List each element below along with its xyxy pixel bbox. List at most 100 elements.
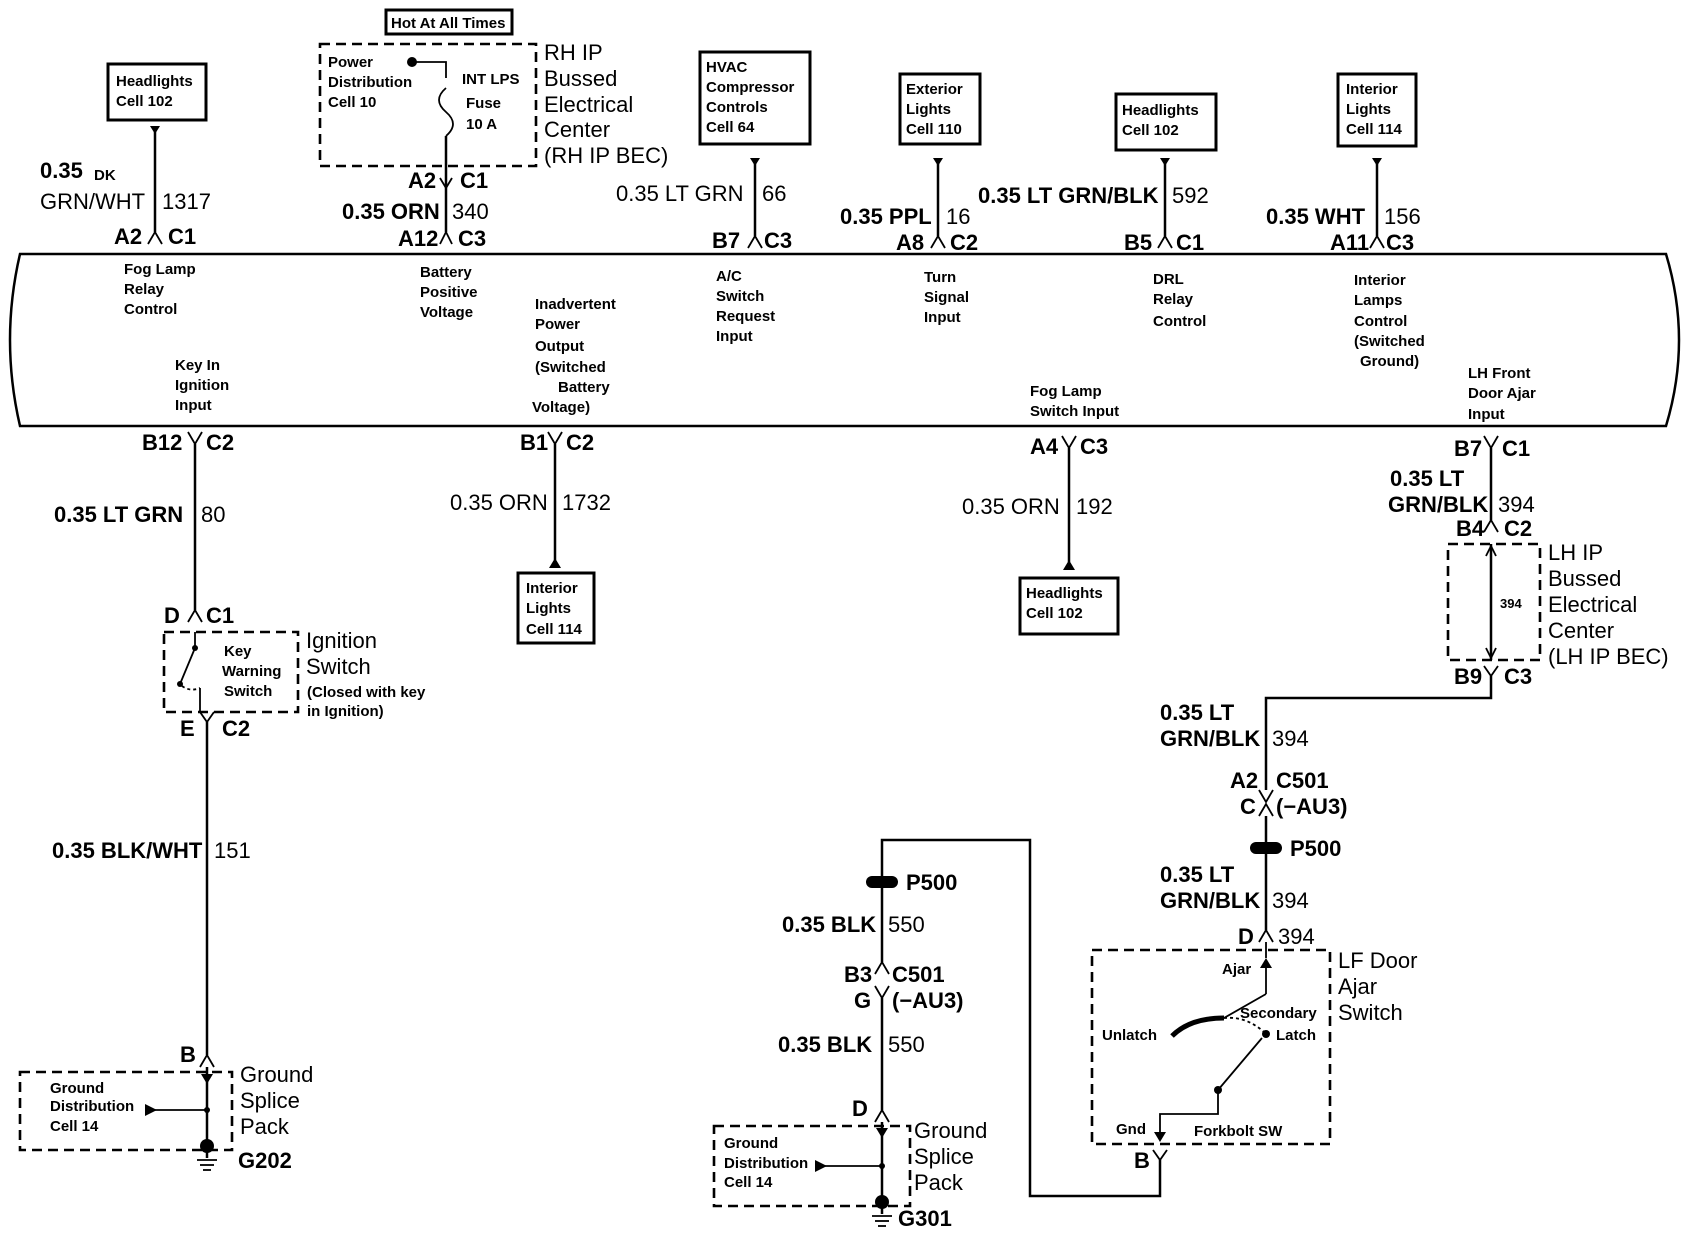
svg-text:D: D [1238, 924, 1254, 949]
wire-151: 0.35 BLK/WHT 151 [52, 722, 251, 1055]
wire-1732: B1 C2 0.35 ORN 1732 Interior Lights Cell… [450, 430, 611, 645]
svg-text:Voltage): Voltage) [532, 399, 590, 416]
svg-text:Input: Input [924, 309, 961, 326]
svg-text:Battery: Battery [558, 379, 610, 396]
svg-text:Key: Key [224, 643, 252, 660]
svg-text:Control: Control [1354, 313, 1407, 330]
svg-text:Lamps: Lamps [1354, 292, 1402, 309]
svg-text:B: B [180, 1042, 196, 1067]
svg-text:Center: Center [1548, 618, 1614, 643]
svg-text:(RH IP BEC): (RH IP BEC) [544, 143, 668, 168]
w151-size: 0.35 BLK/WHT [52, 838, 203, 863]
svg-text:Latch: Latch [1276, 1027, 1316, 1044]
wire-156: Interior Lights Cell 114 0.35 WHT 156 A1… [1266, 72, 1421, 255]
rh-bec-title1: RH IP [544, 40, 603, 65]
w592-circuit: 592 [1172, 183, 1209, 208]
svg-text:Fuse: Fuse [466, 95, 501, 112]
wire-340: A2 C1 0.35 ORN 340 A12 C3 [342, 136, 489, 251]
svg-text:A11: A11 [1330, 230, 1369, 255]
svg-text:Splice: Splice [914, 1144, 974, 1169]
svg-text:E: E [180, 716, 195, 741]
svg-text:B4: B4 [1456, 516, 1485, 541]
svg-text:Input: Input [175, 397, 212, 414]
svg-text:Switch: Switch [1338, 1000, 1403, 1025]
svg-text:Ajar: Ajar [1222, 961, 1251, 978]
svg-text:Fog Lamp: Fog Lamp [1030, 383, 1102, 400]
svg-text:B5: B5 [1124, 230, 1152, 255]
svg-text:Bussed: Bussed [1548, 566, 1621, 591]
svg-text:Control: Control [124, 301, 177, 318]
wire-1317: Headlights Cell 102 0.35 DK GRN/WHT 1317… [40, 62, 211, 249]
svg-text:394: 394 [1278, 924, 1315, 949]
wire-394-route: 0.35 LT GRN/BLK 394 A2 C501 C (−AU3) P50… [1160, 676, 1493, 949]
svg-text:B7: B7 [1454, 436, 1482, 461]
w1732-circuit: 1732 [562, 490, 611, 515]
w66-circuit: 66 [762, 181, 786, 206]
svg-text:Unlatch: Unlatch [1102, 1027, 1157, 1044]
svg-text:C1: C1 [460, 168, 488, 193]
w1317-dk: DK [94, 167, 116, 184]
svg-text:(Switched: (Switched [535, 359, 606, 376]
svg-text:B3: B3 [844, 962, 872, 987]
svg-text:C3: C3 [764, 228, 792, 253]
w156-circuit: 156 [1384, 204, 1421, 229]
svg-text:Input: Input [1468, 406, 1505, 423]
svg-text:A4: A4 [1030, 434, 1059, 459]
svg-text:0.35 LT: 0.35 LT [1160, 700, 1235, 725]
svg-text:Cell 14: Cell 14 [724, 1174, 773, 1191]
svg-text:(LH IP BEC): (LH IP BEC) [1548, 644, 1669, 669]
w1317-pin: A2 [114, 224, 142, 249]
svg-text:C1: C1 [1502, 436, 1530, 461]
svg-text:550: 550 [888, 912, 925, 937]
svg-text:B12: B12 [142, 430, 182, 455]
svg-text:D: D [164, 603, 180, 628]
svg-text:Lights: Lights [1346, 101, 1391, 118]
w16-size: 0.35 PPL [840, 204, 932, 229]
svg-text:Turn: Turn [924, 269, 956, 286]
svg-text:B7: B7 [712, 228, 740, 253]
w1317-size: 0.35 [40, 158, 83, 183]
svg-text:Distribution: Distribution [328, 74, 412, 91]
w1317-color: GRN/WHT [40, 189, 145, 214]
svg-text:LH Front: LH Front [1468, 365, 1530, 382]
hot-label: Hot At All Times [391, 15, 505, 32]
svg-text:Pack: Pack [240, 1114, 290, 1139]
door-title1: LF Door [1338, 948, 1417, 973]
svg-text:GRN/BLK: GRN/BLK [1160, 726, 1260, 751]
svg-text:Bussed: Bussed [544, 66, 617, 91]
svg-text:Electrical: Electrical [544, 92, 633, 117]
svg-text:A8: A8 [896, 230, 924, 255]
wire-16: Exterior Lights Cell 110 0.35 PPL 16 A8 … [840, 72, 982, 255]
svg-text:Splice: Splice [240, 1088, 300, 1113]
lf-door-ajar-switch: Ajar Unlatch Secondary Latch Gnd Forkbol… [1090, 942, 1417, 1173]
module-labels: Fog Lamp Relay Control Battery Positive … [124, 261, 1536, 423]
w340-circuit: 340 [452, 199, 489, 224]
svg-text:Battery: Battery [420, 264, 472, 281]
w151-circuit: 151 [214, 838, 251, 863]
wire-66: HVAC Compressor Controls Cell 64 0.35 LT… [616, 50, 812, 253]
svg-text:G: G [854, 988, 871, 1013]
svg-text:D: D [852, 1096, 868, 1121]
svg-text:A2: A2 [408, 168, 436, 193]
wire-394: B7 C1 0.35 LT GRN/BLK 394 B4 C2 [1388, 435, 1535, 541]
w550-size2: 0.35 BLK [778, 1032, 872, 1057]
svg-text:Ground: Ground [914, 1118, 987, 1143]
svg-text:C501: C501 [892, 962, 945, 987]
svg-text:Power: Power [328, 54, 373, 71]
w340-size: 0.35 ORN [342, 199, 440, 224]
ground-splice-pack-g301: Ground Distribution Cell 14 Ground Splic… [712, 1118, 987, 1231]
svg-text:Cell 114: Cell 114 [526, 621, 583, 638]
svg-text:Cell 64: Cell 64 [706, 119, 755, 136]
svg-text:in Ignition): in Ignition) [307, 703, 384, 720]
w394-circuit: 394 [1498, 492, 1535, 517]
wire-192: A4 C3 0.35 ORN 192 Headlights Cell 102 [962, 434, 1120, 636]
svg-text:Input: Input [716, 328, 753, 345]
svg-text:394: 394 [1272, 726, 1309, 751]
w1317-circuit: 1317 [162, 189, 211, 214]
svg-text:C1: C1 [1176, 230, 1204, 255]
svg-text:0.35 LT: 0.35 LT [1390, 466, 1465, 491]
svg-text:C3: C3 [1504, 664, 1532, 689]
svg-text:Headlights: Headlights [1122, 102, 1199, 119]
svg-text:B1: B1 [520, 430, 548, 455]
ignition-switch: D C1 Key Warning Switch Ignition Switch … [162, 603, 426, 741]
